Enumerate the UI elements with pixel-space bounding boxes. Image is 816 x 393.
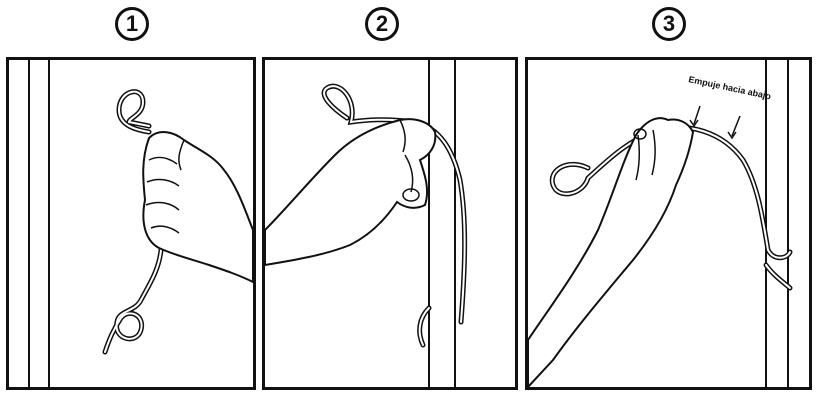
step-2-panel	[262, 57, 518, 390]
step-3-illustration: Empuje hacia abajo	[528, 60, 809, 387]
push-down-label: Empuje hacia abajo	[688, 74, 773, 101]
step-3-number: 3	[652, 7, 686, 41]
wire-hanging	[105, 250, 161, 352]
step-2-number: 2	[365, 7, 399, 41]
step-1-illustration	[9, 60, 253, 387]
step-2-illustration	[265, 60, 515, 387]
hand	[265, 119, 435, 265]
step-1-number: 1	[115, 7, 149, 41]
step-3-panel: Empuje hacia abajo	[525, 57, 812, 390]
step-1-panel	[6, 57, 256, 390]
